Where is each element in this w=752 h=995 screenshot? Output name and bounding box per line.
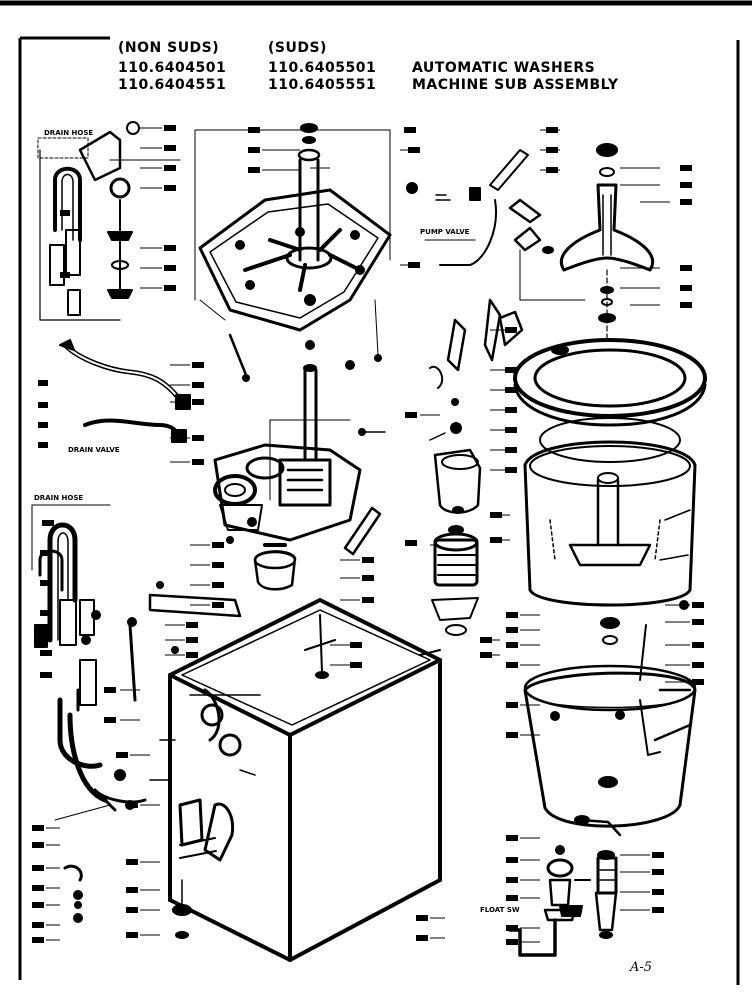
drain-pump-assembly (508, 845, 591, 957)
callout-drain-hose-lower: DRAIN HOSE (34, 494, 83, 502)
pump (429, 432, 482, 514)
outer-tub (523, 600, 697, 837)
model-number-non-suds-1: 110.6404501 (118, 60, 227, 76)
non-suds-heading: (NON SUDS) (118, 40, 220, 56)
callout-drain-valve: DRAIN VALVE (68, 446, 120, 454)
drain-hose-lower-left (31, 504, 111, 769)
leader-number-marks (32, 125, 704, 945)
fill-hose-assembly (59, 339, 191, 443)
model-number-suds-2: 110.6405551 (268, 77, 377, 93)
tub-ring (513, 338, 707, 463)
hose-clamp-column (107, 121, 140, 299)
suds-valve-assembly (559, 850, 618, 939)
clutch-pulley (253, 543, 297, 591)
agitator (560, 143, 654, 341)
agitator-shaft (303, 364, 318, 462)
transmission-assembly (213, 419, 362, 544)
model-number-non-suds-2: 110.6404551 (118, 77, 227, 93)
cabinet-bracket-wiring (127, 581, 242, 702)
callout-pump-valve: PUMP VALVE (420, 228, 470, 236)
wash-tub (523, 440, 697, 607)
hose-clamp-small-parts (54, 804, 192, 939)
model-number-suds-1: 110.6405501 (268, 60, 377, 76)
suds-valve-bracket-group (358, 149, 586, 436)
washer-cabinet (149, 598, 442, 962)
callout-float-switch: FLOAT SW (480, 906, 520, 914)
callout-drain-hose-upper: DRAIN HOSE (44, 129, 93, 137)
suds-heading: (SUDS) (268, 40, 327, 56)
transmission-cover-plate (194, 123, 392, 382)
page-number: A-5 (630, 960, 653, 975)
drive-rod (343, 506, 382, 556)
diagram-title-line1: AUTOMATIC WASHERS (412, 60, 596, 76)
drain-hose-upper-left (37, 130, 181, 321)
drive-motor (431, 525, 479, 636)
diagram-title-line2: MACHINE SUB ASSEMBLY (412, 77, 619, 93)
